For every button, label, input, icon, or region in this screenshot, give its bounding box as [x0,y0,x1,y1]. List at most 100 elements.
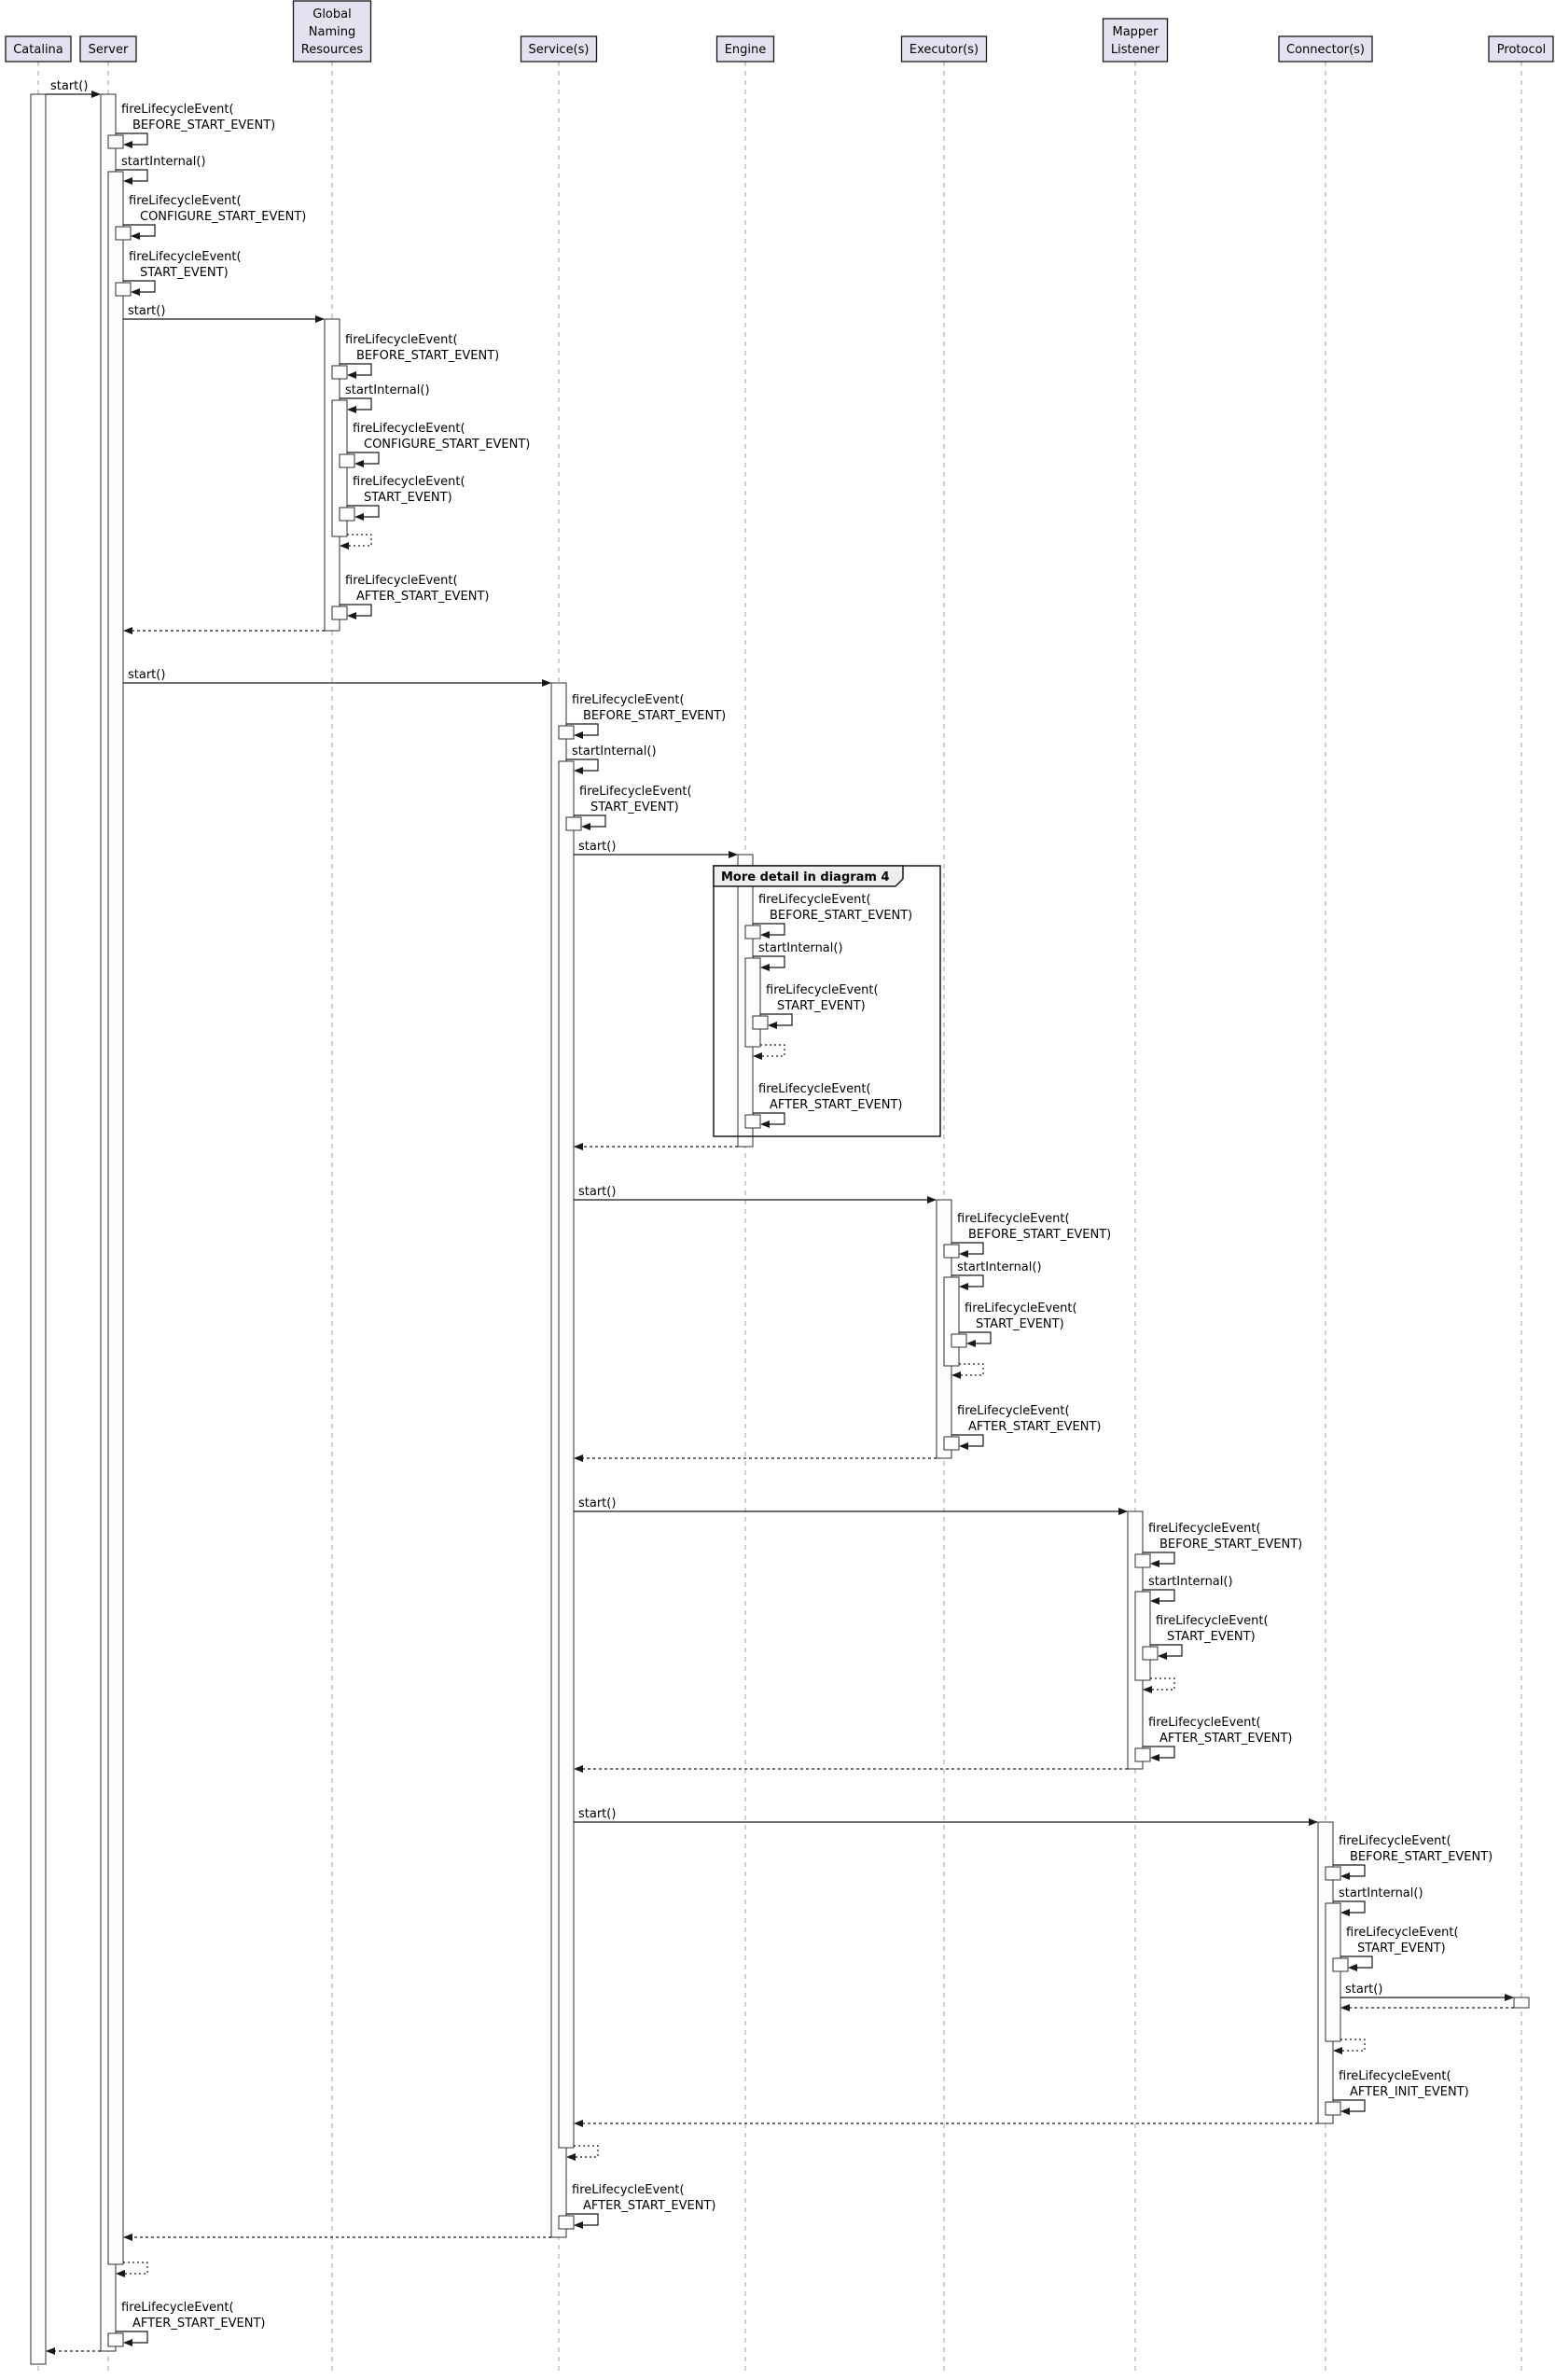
activation-bar-gnr [339,507,355,522]
arrowhead-icon [574,731,583,739]
message-line [753,955,785,968]
message-3-startinternal: startInternal() [116,155,206,185]
arrowhead-icon [768,1022,777,1029]
message-23-firelifecycleevent-after-start-event: fireLifecycleEvent(AFTER_START_EVENT) [753,1082,903,1128]
arrowhead-icon [1150,1754,1159,1761]
message-26-firelifecycleevent-before-start-event: fireLifecycleEvent(BEFORE_START_EVENT) [951,1212,1111,1258]
participant-service: Service(s) [520,35,598,63]
message-36-selfreturn [1143,1677,1175,1693]
message-label: startInternal() [957,1260,1042,1274]
message-11-selfreturn [340,534,372,550]
message-label: start() [578,840,616,854]
activation-bar-server [107,134,124,149]
message-34-startinternal: startInternal() [1143,1575,1233,1605]
message-38-return [574,1765,1128,1773]
message-label: startInternal() [121,155,206,169]
activation-bar-server [107,171,124,2265]
message-20-startinternal: startInternal() [753,941,843,971]
arrowhead-icon [123,627,132,634]
participant-box [520,35,598,63]
message-label: fireLifecycleEvent(START_EVENT) [1156,1614,1269,1644]
arrowhead-icon [574,1454,583,1462]
participant-label: Engine [725,43,767,57]
message-40-firelifecycleevent-before-start-event: fireLifecycleEvent(BEFORE_START_EVENT) [1333,1834,1493,1880]
message-17-firelifecycleevent-start-event: fireLifecycleEvent(START_EVENT) [574,785,692,830]
message-7-firelifecycleevent-before-start-event: fireLifecycleEvent(BEFORE_START_EVENT) [340,333,499,379]
message-label: fireLifecycleEvent(START_EVENT) [579,785,692,814]
message-label: start() [128,668,165,682]
arrowhead-icon [574,1143,583,1150]
message-19-firelifecycleevent-before-start-event: fireLifecycleEvent(BEFORE_START_EVENT) [753,893,912,939]
arrowhead-icon [1505,1994,1514,2001]
message-47-return [574,2120,1318,2127]
arrowhead-icon [760,1120,770,1128]
message-line [340,363,372,376]
arrowhead-icon [315,315,325,323]
message-line [1143,1746,1175,1759]
message-line [123,2262,148,2275]
activation-bar-server [115,282,132,297]
message-14-start: start() [123,668,551,687]
message-2-firelifecycleevent-before-start-event: fireLifecycleEvent(BEFORE_START_EVENT) [116,103,275,148]
participant-label: Protocol [1497,43,1546,57]
message-label: startInternal() [758,941,843,955]
message-27-startinternal: startInternal() [951,1260,1042,1290]
message-28-firelifecycleevent-start-event: fireLifecycleEvent(START_EVENT) [959,1301,1077,1347]
arrowhead-icon [131,288,140,296]
arrowhead-icon [91,90,101,98]
message-line [574,2145,599,2158]
message-label: fireLifecycleEvent(START_EVENT) [1346,1926,1459,1955]
message-label: fireLifecycleEvent(CONFIGURE_START_EVENT… [353,422,530,452]
activation-bar-engine [744,1114,761,1129]
arrowhead-icon [1118,1508,1128,1515]
activation-bar-service [558,725,575,740]
message-line [959,1331,992,1344]
arrowhead-icon [574,767,583,774]
activation-bar-server [107,2332,124,2347]
message-45-selfreturn [1333,2039,1366,2054]
message-line [123,224,156,237]
arrowhead-icon [1150,1560,1159,1567]
message-50-return [123,2234,551,2241]
arrowhead-icon [959,1283,968,1290]
message-line [116,169,148,182]
activation-bar-service [558,760,575,2149]
message-29-selfreturn [951,1363,984,1379]
message-line [1143,1589,1175,1602]
message-label: fireLifecycleEvent(START_EVENT) [965,1301,1077,1331]
message-label: startInternal() [572,745,657,759]
message-line [760,1013,793,1026]
message-line [347,505,380,518]
arrowhead-icon [574,1765,583,1773]
message-1-start: start() [46,79,101,98]
message-48-selfreturn [566,2145,599,2161]
participant-catalina: Catalina [5,35,72,63]
arrowhead-icon [566,2153,576,2161]
message-line [959,1363,984,1376]
message-16-startinternal: startInternal() [566,745,657,774]
message-label: start() [578,1807,616,1821]
message-line [566,759,599,772]
message-line [1333,1900,1366,1914]
activation-bar-mapper [1142,1646,1159,1661]
message-label: fireLifecycleEvent(BEFORE_START_EVENT) [121,103,275,132]
arrowhead-icon [1348,1964,1357,1971]
arrowhead-icon [131,232,140,240]
arrowhead-icon [1340,2108,1350,2115]
message-15-firelifecycleevent-before-start-event: fireLifecycleEvent(BEFORE_START_EVENT) [566,693,726,739]
participant-label: Catalina [13,43,63,57]
arrowhead-icon [753,1052,762,1060]
activation-bar-connector [1325,1866,1341,1881]
participant-label: Connector(s) [1286,43,1365,57]
message-label: start() [128,304,165,318]
participant-label: Server [89,43,129,57]
activation-bar-mapper [1134,1553,1151,1568]
arrowhead-icon [581,823,590,830]
message-line [1340,1955,1373,1969]
message-line [116,132,148,146]
message-label: fireLifecycleEvent(AFTER_START_EVENT) [345,574,490,604]
message-31-return [574,1454,937,1462]
message-line [760,1044,785,1057]
message-13-return [123,627,325,634]
